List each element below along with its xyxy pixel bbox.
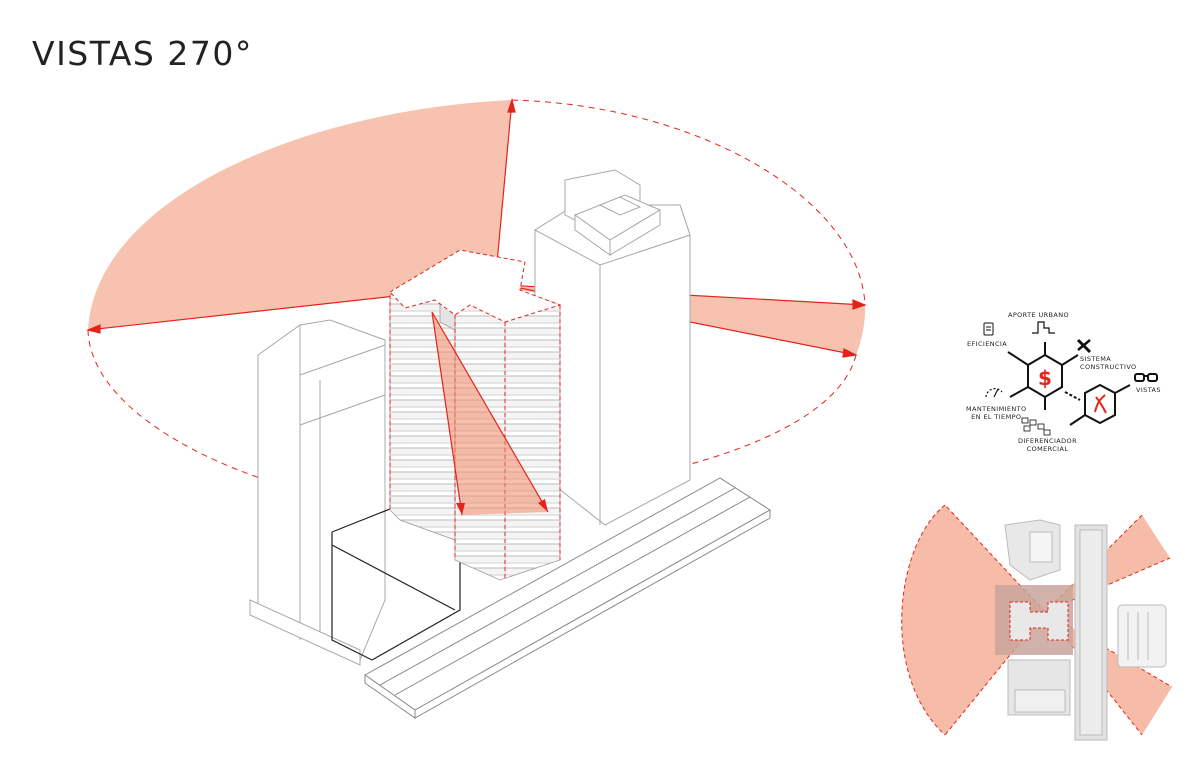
page-title: VISTAS 270° [32,34,253,73]
hammer-icon [1076,338,1092,354]
cubes-icon [1021,417,1051,436]
label-vistas: VISTAS [1136,386,1161,394]
view-fan-west [88,100,512,330]
label-diferenciador-line2: COMERCIAL [1026,445,1069,453]
label-diferenciador-line1: DIFERENCIADOR [1018,437,1077,445]
label-sistema: SISTEMA CONSTRUCTIVO [1080,355,1137,371]
criteria-diagram [1007,342,1131,426]
route-icon [1094,394,1107,414]
label-mantenimiento-line2: EN EL TIEMPO [971,413,1022,421]
neighbor-tower-back [534,169,691,526]
label-diferenciador: DIFERENCIADOR COMERCIAL [1018,437,1077,453]
label-mantenimiento: MANTENIMIENTO EN EL TIEMPO [966,405,1027,421]
label-aporte-urbano: APORTE URBANO [1008,311,1070,319]
glasses-icon [1134,373,1158,382]
calculator-icon [983,322,994,336]
neighbor-tower-left [249,319,386,666]
step-signal-icon [1032,321,1055,334]
plan-site [995,585,1073,655]
dollar-symbol: $ [1038,366,1052,390]
label-sistema-line1: SISTEMA [1080,355,1112,363]
gauge-icon [985,388,1003,398]
label-eficiencia: EFICIENCIA [967,340,1008,348]
label-sistema-line2: CONSTRUCTIVO [1080,363,1137,371]
plan-buildings [1004,519,1167,741]
street-plinth [364,477,771,719]
inner-view-fan [431,311,549,516]
label-mantenimiento-line1: MANTENIMIENTO [966,405,1027,413]
